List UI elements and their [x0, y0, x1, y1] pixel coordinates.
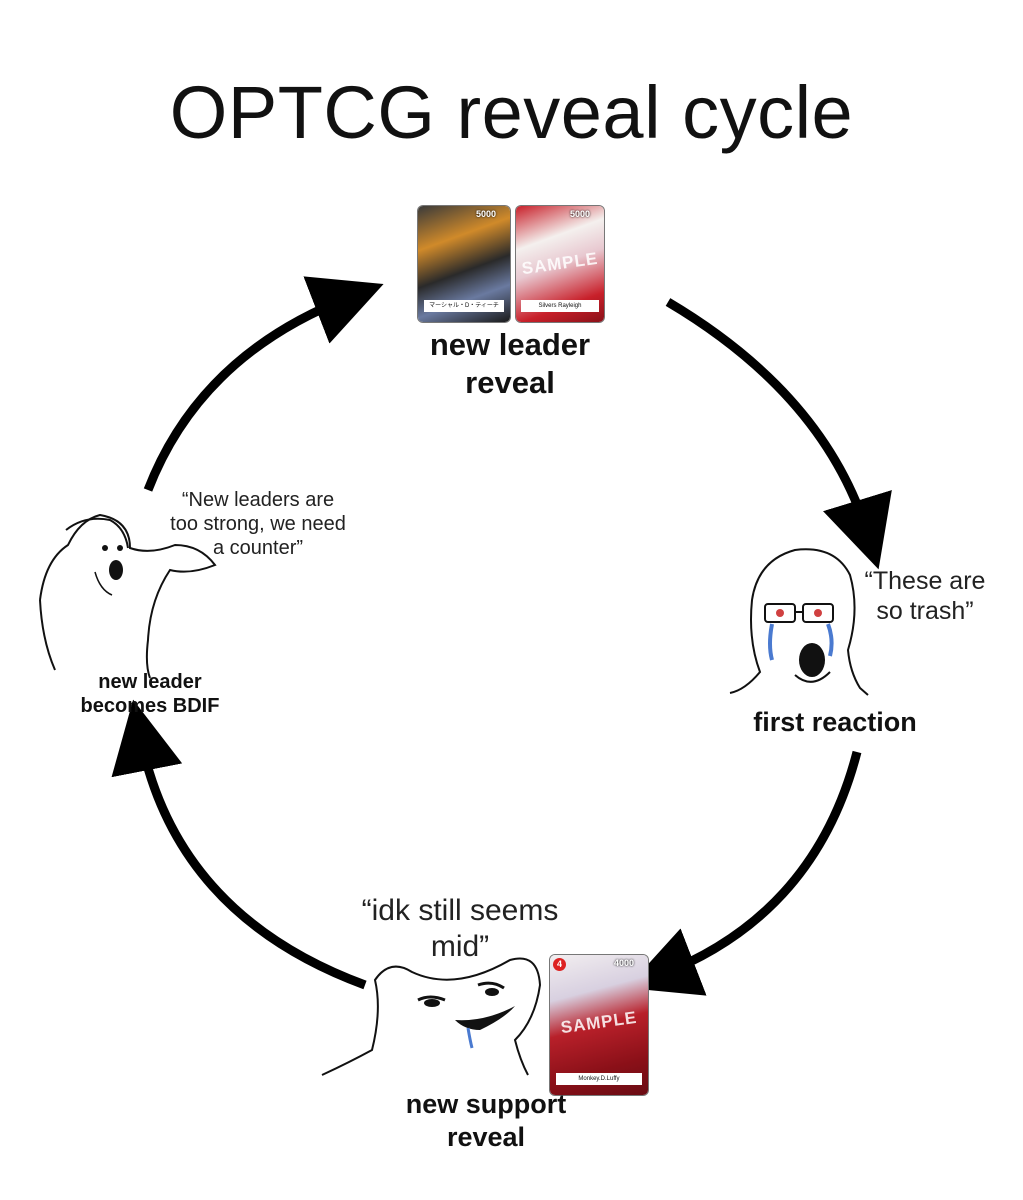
arrow-left-to-top [143, 276, 384, 492]
sample-stamp: SAMPLE [520, 248, 600, 279]
card-power: 4000 [613, 958, 634, 968]
stage-label-new-leader-bdif: new leader becomes BDIF [80, 671, 220, 718]
card-name: マーシャル・D・ティーチ [423, 300, 505, 312]
quote-support-reveal: “idk still seems mid” [361, 894, 559, 963]
card-power: 5000 [569, 209, 590, 219]
diagram-title: OPTCG reveal cycle [169, 71, 854, 154]
stage-label-new-support-reveal: new support reveal [405, 1089, 567, 1152]
card-name: Silvers Rayleigh [521, 300, 599, 312]
card-power: 5000 [475, 209, 496, 219]
quote-first-reaction: “These are so trash” [864, 567, 986, 625]
stage-label-new-leader-reveal: new leader reveal [429, 327, 591, 400]
leader-card-teach: 5000 マーシャル・D・ティーチ [418, 206, 510, 322]
arrow-top-to-right [665, 298, 892, 570]
stage-label-first-reaction: first reaction [753, 707, 917, 737]
card-name: Monkey.D.Luffy [555, 1073, 643, 1085]
arrow-right-to-bottom [626, 750, 862, 996]
leader-card-rayleigh: 5000 SAMPLE Silvers Rayleigh [516, 206, 604, 322]
quote-leader-bdif: “New leaders are too strong, we need a c… [170, 489, 346, 559]
sample-stamp: SAMPLE [559, 1007, 639, 1038]
card-cost: 4 [553, 958, 566, 971]
arrow-bottom-to-left [111, 699, 367, 990]
support-card-luffy: 4 4000 SAMPLE Monkey.D.Luffy [550, 955, 648, 1095]
